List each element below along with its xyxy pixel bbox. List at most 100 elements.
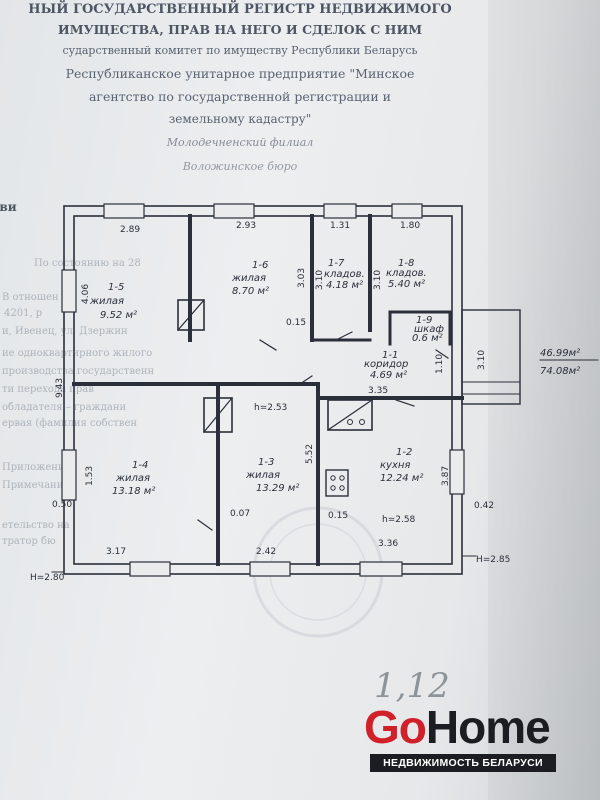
window [61,449,77,501]
dimension-label: 3.87 [441,466,451,486]
dimension-label: 3.35 [368,386,388,396]
stove [177,299,205,331]
kitchen-stove [327,399,373,431]
room-number: 1-1 [382,350,398,361]
header-line-4: Республиканское унитарное предприятие "М… [65,66,415,81]
gohome-logo: GoHome НЕДВИЖИМОСТЬ БЕЛАРУСИ [364,701,556,772]
room-area: 5.40 м² [388,279,425,290]
header-line-3: сударственный комитет по имуществу Респу… [62,44,418,57]
bg-text-line: тратор бю [2,536,56,547]
door-swing [435,349,449,359]
room-area: 8.70 м² [232,286,269,297]
bg-text-line: Примечание: [2,480,73,491]
room-number: 1-8 [398,258,414,269]
cooker-burner [330,485,336,491]
dimension-label: 0.15 [286,318,306,328]
header-line-6: земельному кадастру" [168,112,312,126]
room-number: 1-9 [416,315,432,326]
bg-text-line: ти перехода прав [2,384,94,395]
room-name: кладов. [386,268,427,279]
room-area: 4.69 м² [370,370,407,381]
window [213,203,255,219]
bg-text-line: ервая (фамилия собствен [2,418,138,429]
dimension-label: 3.17 [106,547,126,557]
door-swing [335,331,353,341]
room-area: 12.24 м² [380,473,423,484]
dimension-label: 3.10 [477,350,487,370]
room-name: шкаф [414,324,444,335]
logo-wordmark: GoHome [364,701,551,753]
level-mark: H=2.80 [30,573,65,583]
header-line-9: ви [0,200,17,214]
dimension-label: 2.42 [256,547,276,557]
window [359,561,403,577]
stove-diagonal [203,397,233,433]
room-name: коридор [364,359,408,370]
dimension-label: 1.31 [330,221,350,231]
room-number: 1-4 [132,460,148,471]
room-area: 13.29 м² [256,483,299,494]
room-name: кладов. [324,269,365,280]
door-swing [395,399,415,407]
room-number: 1-3 [258,457,274,468]
header-line-5: агентство по государственной регистрации… [88,89,391,104]
dimension-label: 5.52 [305,444,315,464]
window [323,203,357,219]
room-name: жилая [245,470,280,481]
window [61,269,77,313]
window [103,203,145,219]
dimension-label: 0.42 [474,501,494,511]
dimension-label: 1.80 [400,221,420,231]
window [391,203,423,219]
paper-fold-shadow [488,0,600,800]
window [449,449,465,495]
room-number: 1-7 [328,258,345,269]
bg-text-line: производства государственн [2,366,155,377]
porch-outline [461,309,521,405]
logo-tagline: НЕДВИЖИМОСТЬ БЕЛАРУСИ [370,754,556,772]
room-number: 1-2 [396,447,412,458]
dimension-label: 0.15 [328,511,348,521]
room-number: 1-5 [108,282,124,293]
room-name: кухня [380,460,410,471]
living-area-total: 46.99м² [540,348,580,359]
dimension-label: 9.43 [55,378,65,398]
bg-text-line: 4201, р [4,308,43,319]
cooker-burner [339,485,345,491]
door-swing [259,339,277,351]
bg-text-line: етельство на [2,520,70,531]
ceiling-height: h=2.53 [254,403,287,413]
door-swing [197,519,213,531]
window [249,561,291,577]
stove-diagonal [327,399,373,431]
bg-text-line: Приложение: [2,462,74,473]
handwritten-note: 1,12 [374,666,450,706]
stove [203,397,233,433]
stove-diagonal [177,299,205,331]
dimension-label: 1.53 [85,466,95,486]
bg-text-line: и, Ивенец, ул. Дзержин [2,326,128,337]
dimension-label: 2.93 [236,221,256,231]
logo-home: Home [425,701,551,753]
window [129,561,171,577]
dimension-label: 3.10 [373,270,383,290]
room-number: 1-6 [252,260,268,271]
dimension-label: 0.50 [52,500,72,510]
stove-burner [359,419,365,425]
dimension-label: 2.89 [120,225,140,235]
dimension-label: 3.10 [315,270,325,290]
room-area: 4.18 м² [326,280,363,291]
bg-text-line: По состоянию на 28 [34,258,141,269]
room-name: жилая [115,473,150,484]
level-mark: H=2.85 [476,555,510,565]
header-line-2: ИМУЩЕСТВА, ПРАВ НА НЕГО И СДЕЛОК С НИМ [57,22,423,37]
cooker-burner [339,475,345,481]
header-line-1: НЫЙ ГОСУДАРСТВЕННЫЙ РЕГИСТР НЕДВИЖИМОГО [28,2,452,17]
stove-burner [347,419,353,425]
total-area: 74.08м² [540,366,580,377]
room-name: жилая [89,296,124,307]
room-name: жилая [231,273,266,284]
door-swing [299,375,313,385]
